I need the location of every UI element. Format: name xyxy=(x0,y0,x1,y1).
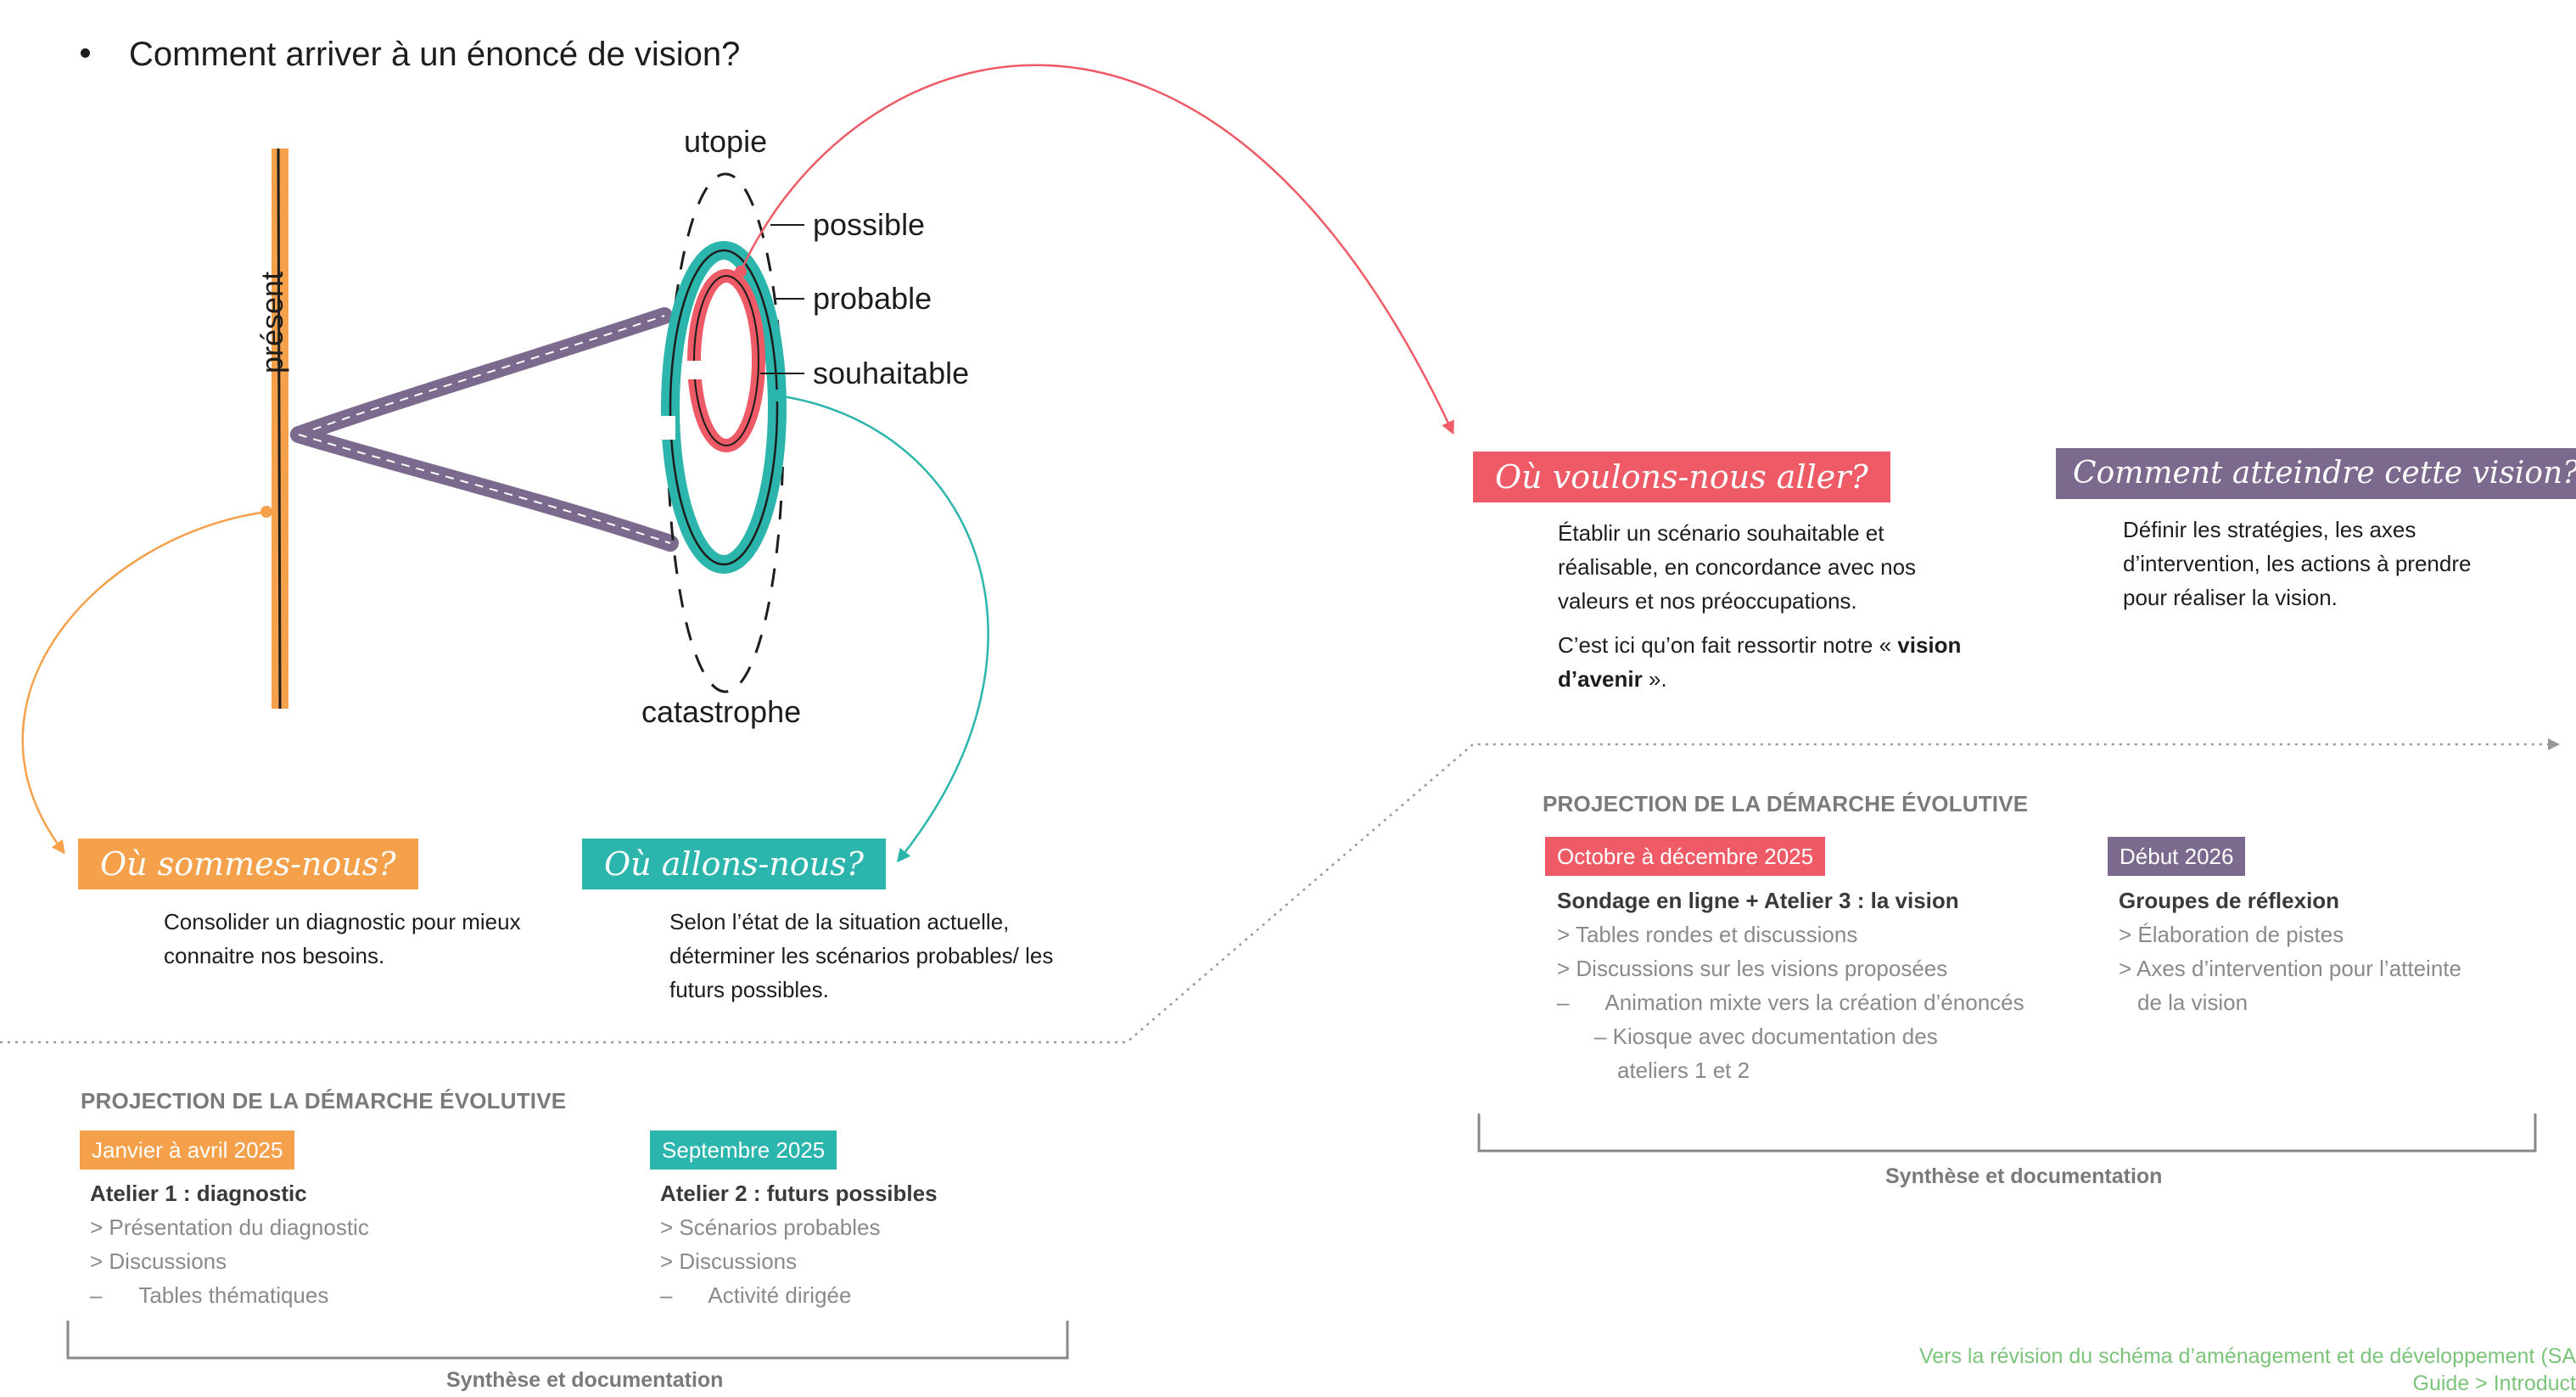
footer-title: Vers la révision du schéma d’aménagement… xyxy=(1918,1344,2576,1368)
cone-upper xyxy=(290,307,673,443)
present-label: présent xyxy=(255,271,289,373)
stage-voulons-text1: Établir un scénario souhaitable et réali… xyxy=(1558,520,1917,614)
orange-arrow xyxy=(21,510,267,855)
projection-right-chip-2: Début 2026 xyxy=(2108,837,2246,876)
bracket-left xyxy=(66,1321,1069,1360)
atelier-3-item: > Tables rondes et discussions xyxy=(1557,922,1858,947)
projection-left-chip-1: Janvier à avril 2025 xyxy=(80,1131,295,1170)
stage-voulons-text2: C’est ici qu’on fait ressortir notre « v… xyxy=(1558,628,1974,696)
stage-allons-tag: Où allons-nous? xyxy=(582,839,887,889)
red-arrow xyxy=(739,64,1454,435)
teal-arrow xyxy=(776,394,989,863)
projection-right-list-2: Groupes de réflexion > Élaboration de pi… xyxy=(2119,884,2461,1019)
groupes-item: de la vision xyxy=(2137,990,2248,1015)
probable-label: probable xyxy=(813,281,932,316)
synthesis-right: Synthèse et documentation xyxy=(1885,1164,2163,1188)
cone-lower xyxy=(290,426,679,552)
atelier-1-item: > Présentation du diagnostic xyxy=(90,1215,369,1240)
projection-right-chip-1: Octobre à décembre 2025 xyxy=(1545,837,1826,876)
stage-sommes-text: Consolider un diagnostic pour mieux conn… xyxy=(164,909,521,968)
vision-prefix: C’est ici qu’on fait ressortir notre « xyxy=(1558,632,1898,658)
synthesis-left: Synthèse et documentation xyxy=(446,1368,724,1392)
atelier-1-item: > Discussions xyxy=(90,1248,227,1274)
atelier-3-item: – Animation mixte vers la création d’éno… xyxy=(1557,990,2024,1015)
stage-atteindre-tag: Comment atteindre cette vision? xyxy=(2056,448,2576,499)
projection-right-list-1: Sondage en ligne + Atelier 3 : la vision… xyxy=(1557,884,2024,1087)
stage-atteindre-text: Définir les stratégies, les axes d’inter… xyxy=(2123,517,2472,610)
stage-voulons-tag: Où voulons-nous aller? xyxy=(1473,452,1890,502)
footer: Vers la révision du schéma d’aménagement… xyxy=(1812,1343,2576,1397)
souhaitable-label: souhaitable xyxy=(813,356,970,390)
timeline-dotted xyxy=(0,738,2560,1044)
vision-suffix: ». xyxy=(1642,666,1667,692)
projection-left-list-2: Atelier 2 : futurs possibles > Scénarios… xyxy=(660,1176,938,1312)
groupes-title: Groupes de réflexion xyxy=(2119,888,2340,913)
projection-left-chip-2: Septembre 2025 xyxy=(650,1131,837,1170)
stage-voulons-body: Établir un scénario souhaitable et réali… xyxy=(1558,516,1974,706)
projection-right-heading: PROJECTION DE LA DÉMARCHE ÉVOLUTIVE xyxy=(1543,791,2029,816)
groupes-item: > Axes d’intervention pour l’atteinte xyxy=(2119,956,2461,981)
utopie-label: utopie xyxy=(684,124,768,159)
vision-avenir: vision d’avenir xyxy=(1558,632,1962,692)
atelier-2-item: > Discussions xyxy=(660,1248,798,1274)
atelier-3-item: – Kiosque avec documentation des xyxy=(1594,1024,1938,1049)
catastrophe-label: catastrophe xyxy=(641,694,802,729)
footer-breadcrumb[interactable]: Guide > Introduct xyxy=(2412,1372,2576,1395)
stage-allons-text: Selon l’état de la situation actuelle, d… xyxy=(669,909,1054,1002)
probable-ellipse xyxy=(687,269,765,452)
heading-bullet: Comment arriver à un énoncé de vision? xyxy=(81,36,740,74)
projection-left-heading: PROJECTION DE LA DÉMARCHE ÉVOLUTIVE xyxy=(81,1088,567,1114)
projection-left-list-1: Atelier 1 : diagnostic > Présentation du… xyxy=(90,1176,369,1312)
groupes-item: > Élaboration de pistes xyxy=(2119,922,2344,947)
possible-label: possible xyxy=(813,207,926,242)
atelier-3-item: > Discussions sur les visions proposées xyxy=(1557,956,1948,981)
atelier-3-item: ateliers 1 et 2 xyxy=(1617,1058,1750,1083)
stage-sommes-tag: Où sommes-nous? xyxy=(78,839,418,889)
atelier-1-title: Atelier 1 : diagnostic xyxy=(90,1181,307,1206)
atelier-1-item: – Tables thématiques xyxy=(90,1282,329,1308)
atelier-3-title: Sondage en ligne + Atelier 3 : la vision xyxy=(1557,888,1959,913)
bracket-right xyxy=(1477,1114,2537,1153)
bullet-dot xyxy=(81,48,90,58)
atelier-2-item: > Scénarios probables xyxy=(660,1215,881,1240)
page-heading: Comment arriver à un énoncé de vision? xyxy=(129,36,741,73)
possible-ellipse xyxy=(655,241,787,574)
atelier-2-item: – Activité dirigée xyxy=(660,1282,852,1308)
atelier-2-title: Atelier 2 : futurs possibles xyxy=(660,1181,938,1206)
present-bar xyxy=(272,148,288,710)
